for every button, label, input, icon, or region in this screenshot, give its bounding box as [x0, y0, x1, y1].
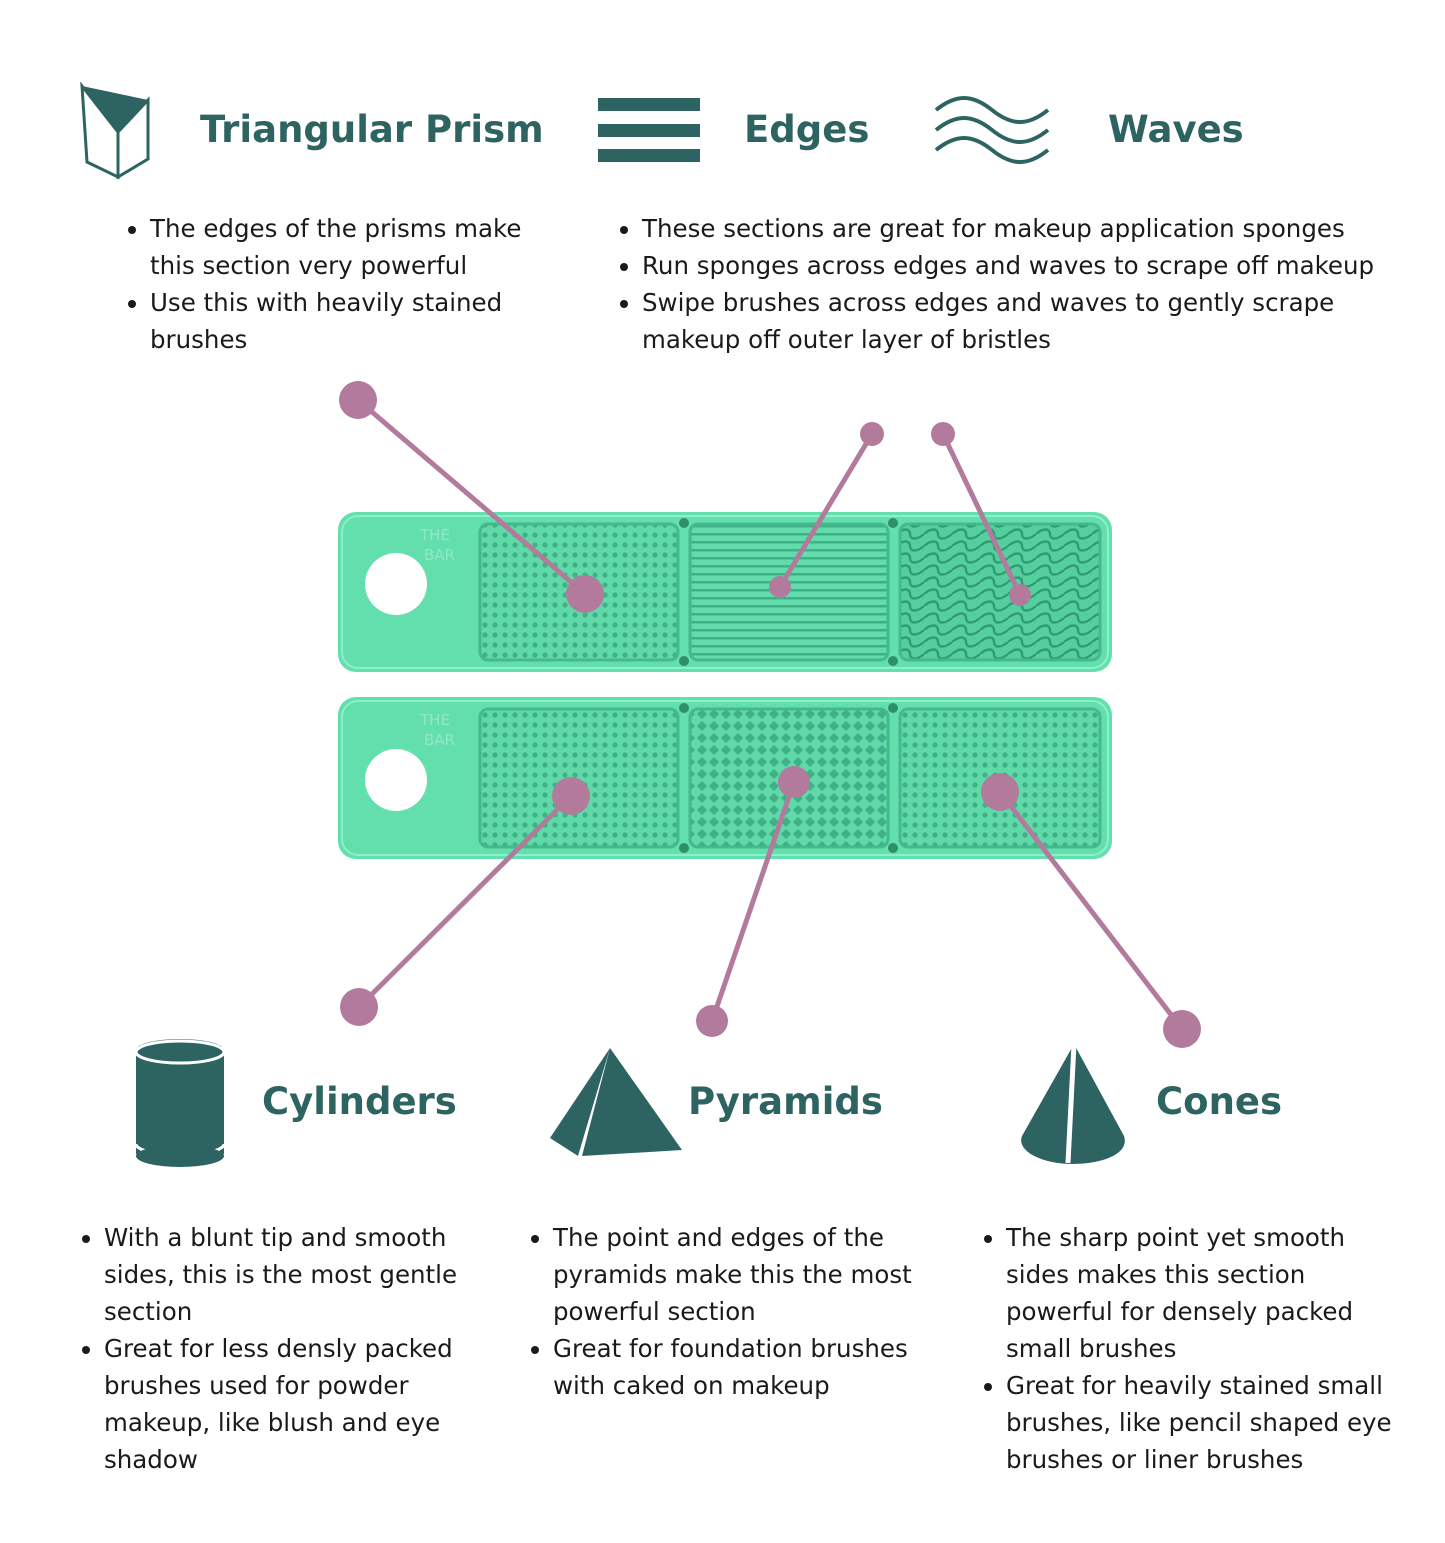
- list-item: Use this with heavily stained brushes: [150, 284, 570, 358]
- bar-highlight: [341, 515, 1109, 669]
- callout-line: [997, 789, 1185, 1032]
- pyramid-icon: [550, 1048, 682, 1156]
- cylinders-heading: Cylinders: [262, 1080, 457, 1123]
- callout-cylinders: [340, 777, 590, 1026]
- rivet: [679, 518, 689, 528]
- list-item: Run sponges across edges and waves to sc…: [642, 247, 1392, 284]
- section-cylinders: [478, 707, 680, 849]
- pyramids-bullets: The point and edges of the pyramids make…: [527, 1219, 963, 1404]
- list-item: The edges of the prisms make this sectio…: [150, 210, 570, 284]
- list-item: The point and edges of the pyramids make…: [553, 1219, 963, 1330]
- prism-bullets: The edges of the prisms make this sectio…: [124, 210, 570, 358]
- list-item: These sections are great for makeup appl…: [642, 210, 1392, 247]
- callout-line: [940, 431, 1023, 598]
- tool-bar: THE BAR: [338, 697, 1112, 859]
- bar-highlight: [341, 700, 1109, 856]
- rivet: [888, 843, 898, 853]
- brand-text: THE: [419, 711, 450, 729]
- callout-line: [777, 431, 875, 590]
- callout-line: [355, 397, 588, 597]
- cylinder-icon: [134, 1039, 226, 1167]
- callout-cones: [981, 773, 1201, 1048]
- callout-waves: [931, 422, 1031, 606]
- tool-bar: THE BAR: [338, 512, 1112, 672]
- callout-dot: [778, 766, 810, 798]
- hang-hole: [365, 749, 427, 811]
- callout-dot: [339, 381, 377, 419]
- rivet: [679, 656, 689, 666]
- section-waves: [898, 522, 1102, 662]
- edges-waves-bullets: These sections are great for makeup appl…: [616, 210, 1392, 358]
- rivet: [679, 843, 689, 853]
- waves-icon: [934, 96, 1050, 164]
- list-item: Great for heavily stained small brushes,…: [1006, 1367, 1406, 1478]
- callout-dot: [860, 422, 884, 446]
- list-item: The sharp point yet smooth sides makes t…: [1006, 1219, 1406, 1367]
- rivet: [888, 518, 898, 528]
- list-item: Swipe brushes across edges and waves to …: [642, 284, 1392, 358]
- waves-heading: Waves: [1108, 108, 1244, 151]
- brand-text: THE: [419, 526, 450, 544]
- list-item: With a blunt tip and smooth sides, this …: [104, 1219, 514, 1330]
- brand-text: BAR: [424, 546, 455, 564]
- rivet: [888, 703, 898, 713]
- list-item: Great for foundation brushes with caked …: [553, 1330, 963, 1404]
- cylinders-bullets: With a blunt tip and smooth sides, this …: [78, 1219, 514, 1478]
- callout-dot: [340, 988, 378, 1026]
- callout-dot: [981, 773, 1019, 811]
- callout-line: [709, 779, 797, 1024]
- callout-dot: [566, 575, 604, 613]
- triangular-prism-icon: [80, 82, 150, 180]
- callout-pyramids: [696, 766, 810, 1037]
- callout-dot: [931, 422, 955, 446]
- callout-dot: [1009, 584, 1031, 606]
- cone-icon: [1021, 1043, 1125, 1164]
- callout-dot: [769, 576, 791, 598]
- rivet: [679, 703, 689, 713]
- hang-hole: [365, 553, 427, 615]
- callout-dot: [552, 777, 590, 815]
- pyramids-heading: Pyramids: [688, 1080, 883, 1123]
- rivet: [888, 656, 898, 666]
- callout-line: [356, 793, 574, 1010]
- callout-edges: [769, 422, 884, 598]
- edges-heading: Edges: [744, 108, 870, 151]
- cones-heading: Cones: [1156, 1080, 1283, 1123]
- callout-dot: [696, 1005, 728, 1037]
- prism-heading: Triangular Prism: [200, 108, 544, 151]
- list-item: Great for less densly packed brushes use…: [104, 1330, 514, 1478]
- edges-icon: [598, 98, 700, 162]
- callout-dot: [1163, 1010, 1201, 1048]
- cones-bullets: The sharp point yet smooth sides makes t…: [980, 1219, 1406, 1478]
- callout-prism: [339, 381, 604, 613]
- brand-text: BAR: [424, 731, 455, 749]
